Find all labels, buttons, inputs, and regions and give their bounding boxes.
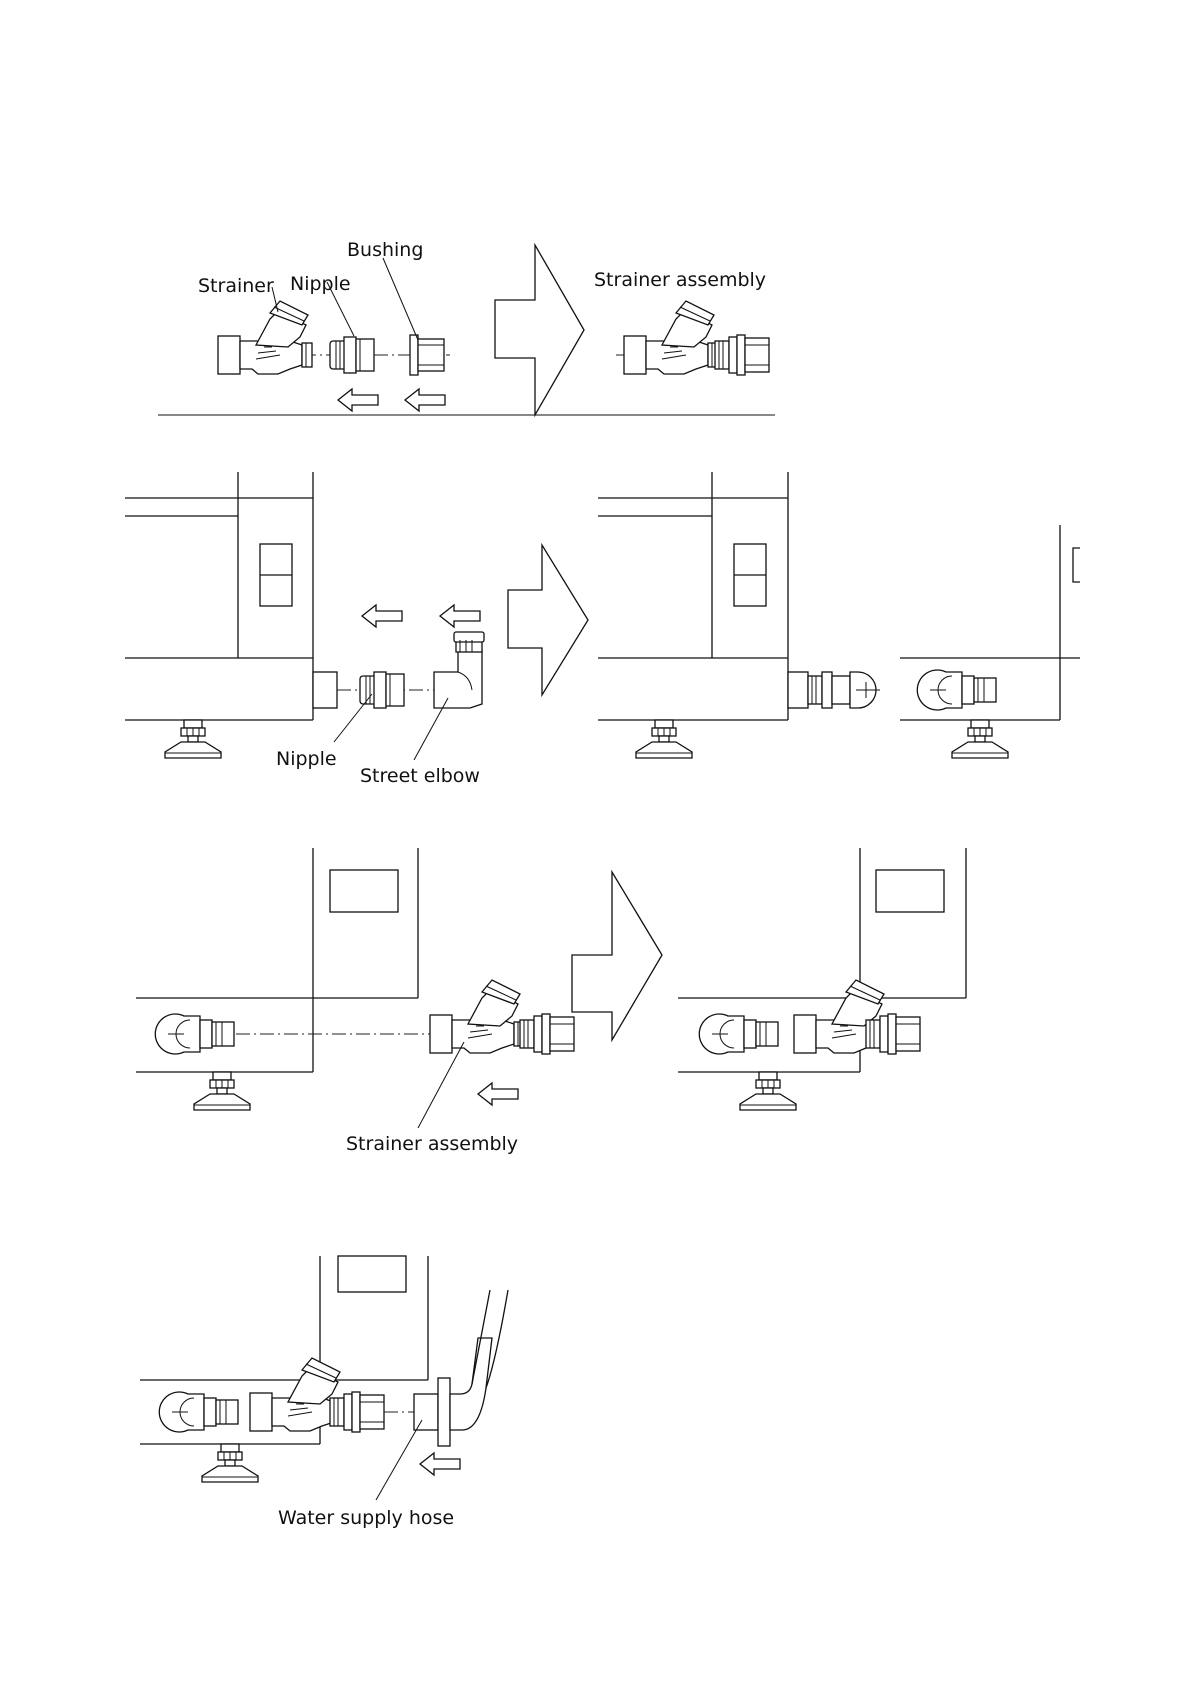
nipple-part [330, 337, 374, 373]
insert-arrow-2 [440, 605, 480, 627]
nipple-leader [334, 694, 372, 742]
strainer-assembly-part [430, 980, 524, 1053]
insert-arrow-1 [338, 389, 378, 411]
nipple-label: Nipple [290, 273, 351, 295]
nipple-and-elbow-assembled [808, 672, 880, 708]
step-3-attach-strainer-assembly: Strainer assembly [136, 848, 966, 1155]
next-step-arrow [508, 545, 588, 695]
bushing-leader [383, 258, 418, 340]
insert-arrow-1 [362, 605, 402, 627]
strainer-assembly-tail [520, 1014, 574, 1054]
street-elbow-leader [414, 698, 448, 760]
insert-arrow [420, 1453, 460, 1475]
next-step-arrow [495, 245, 584, 415]
water-supply-hose-leader [376, 1420, 422, 1500]
step-2-attach-street-elbow: Nipple Street elbow [125, 472, 1080, 787]
strainer-assembly-label: Strainer assembly [346, 1133, 518, 1155]
bushing-label: Bushing [347, 239, 423, 261]
strainer-assembly-result [624, 301, 718, 374]
leveling-foot [740, 1072, 796, 1110]
strainer-assembly-leader [418, 1042, 464, 1128]
leveling-foot [165, 720, 221, 758]
water-supply-hose-label: Water supply hose [278, 1507, 454, 1529]
street-elbow-end-view [159, 1392, 238, 1432]
street-elbow-end-view [155, 1014, 234, 1054]
strainer-assembly-tail [866, 1014, 920, 1054]
street-elbow-part [434, 632, 484, 708]
strainer-part [218, 301, 312, 374]
street-elbow-label: Street elbow [360, 765, 480, 787]
leveling-foot [636, 720, 692, 758]
leveling-foot [202, 1444, 258, 1482]
leveling-foot [952, 720, 1008, 758]
insert-arrow-2 [405, 389, 445, 411]
strainer-assembly-tail [715, 335, 769, 375]
strainer-assembly-result-label: Strainer assembly [594, 269, 766, 291]
machine-body [125, 472, 337, 720]
step-1-assemble-strainer: Strainer Nipple Bushing Strainer assembl… [158, 239, 775, 415]
nipple-part [360, 672, 404, 708]
next-step-arrow [572, 872, 662, 1040]
bushing-part [410, 335, 444, 375]
step-4-connect-water-supply-hose: Water supply hose [140, 1256, 508, 1529]
street-elbow-end-view [699, 1014, 778, 1054]
strainer-assembly-tail [330, 1392, 384, 1432]
insert-arrow [478, 1083, 518, 1105]
strainer-label: Strainer [198, 275, 274, 297]
machine-body-result [598, 472, 808, 720]
nipple-label: Nipple [276, 748, 337, 770]
leveling-foot [194, 1072, 250, 1110]
street-elbow-end-view [917, 670, 996, 710]
